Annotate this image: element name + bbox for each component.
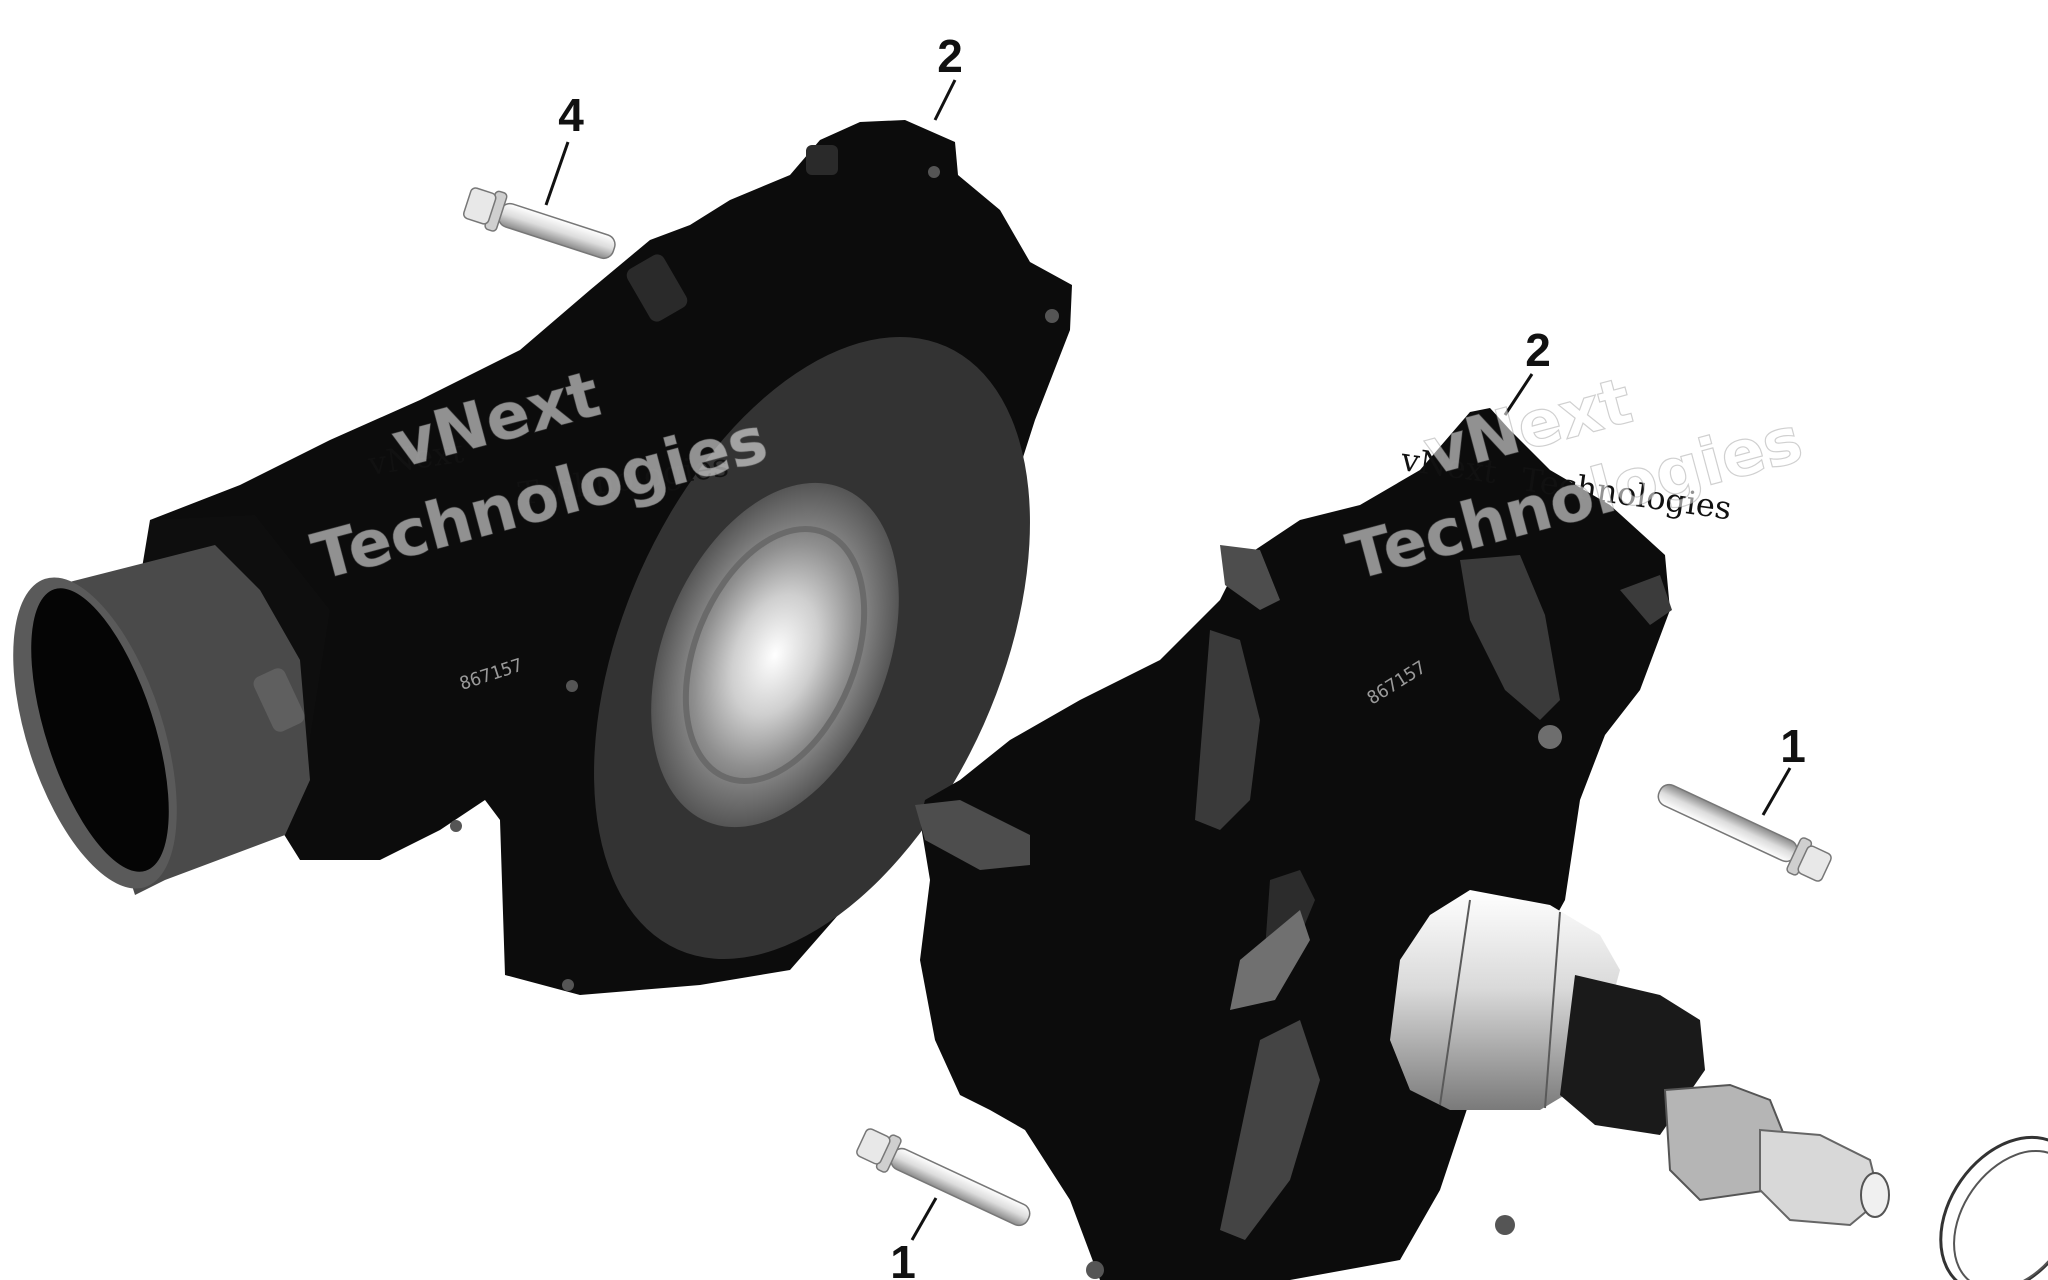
callout-left-cover: 2 (933, 30, 963, 121)
left-cover-bolt-hole (1045, 309, 1059, 323)
callout-number: 1 (1780, 720, 1806, 772)
callout-bolt-1-right: 1 (1761, 720, 1806, 816)
starter-motor-band (1439, 899, 1471, 1106)
right-housing-rib (1460, 555, 1560, 720)
right-housing-rib (1195, 630, 1260, 830)
bolt-1-right (1657, 783, 1832, 882)
bolt-1-left-head (856, 1128, 891, 1165)
starter-motor (1390, 890, 1890, 1227)
leader-line (1761, 767, 1792, 816)
right-housing-lug (1220, 545, 1280, 610)
bolt-1-left-shank (890, 1147, 1031, 1227)
o-ring-outer (1939, 1135, 2048, 1280)
left-cover-assembly: 867157 (13, 120, 1072, 995)
right-housing-window (1230, 910, 1310, 1010)
left-cover-duct-opening (31, 588, 169, 872)
left-cover-lug (626, 254, 688, 322)
left-cover-lug (806, 145, 838, 175)
leader-line (933, 79, 957, 121)
right-housing-rib (1220, 1020, 1320, 1240)
callout-bolt-1-left: 1 (890, 1197, 938, 1280)
right-housing-bolt-hole (1538, 725, 1562, 749)
right-housing-lug (1620, 575, 1672, 625)
leader-line (910, 1197, 938, 1241)
left-cover-inner-ring (682, 525, 868, 785)
starter-motor-tip (1860, 1172, 1890, 1218)
o-ring-inner (1953, 1149, 2048, 1280)
leader-line (1503, 373, 1534, 416)
callout-number: 1 (890, 1236, 916, 1280)
leader-line (544, 141, 570, 206)
right-housing-bolt-hole (1495, 1215, 1515, 1235)
right-housing-lug (915, 800, 1030, 870)
left-cover-bolt-hole (566, 680, 578, 692)
bolt-4-shank (497, 202, 616, 260)
left-cover-duct-clip (253, 668, 305, 732)
callout-bolt-4: 4 (544, 89, 584, 206)
bolt-1-right-head (1797, 845, 1832, 882)
bolt-4 (462, 187, 616, 260)
bolt-1-left (856, 1128, 1031, 1227)
o-ring (1939, 1135, 2048, 1280)
left-cover-inner-cone (651, 482, 899, 828)
bolt-1-right-shank (1657, 783, 1798, 863)
left-cover-bolt-hole (928, 166, 940, 178)
callout-right-housing: 2 (1503, 324, 1551, 416)
callout-number: 2 (1525, 324, 1551, 376)
callout-number: 4 (558, 89, 584, 141)
starter-motor-nut (1759, 1128, 1882, 1227)
callout-number: 2 (937, 30, 963, 82)
right-housing-bolt-hole (1086, 1261, 1104, 1279)
left-cover-bolt-hole (450, 820, 462, 832)
starter-motor-band (1544, 911, 1561, 1109)
left-cover-bolt-hole (562, 979, 574, 991)
bolt-4-head (462, 187, 497, 225)
